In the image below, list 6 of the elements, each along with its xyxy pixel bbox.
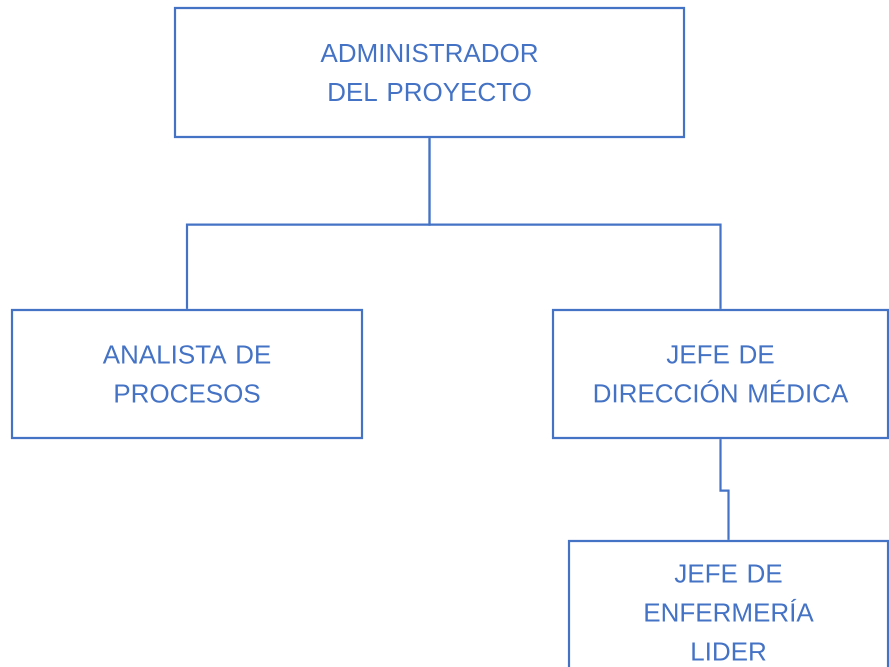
- org-box: JEFE DE DIRECCIÓN MÉDICA: [552, 308, 889, 440]
- org-box: ADMINISTRADOR DEL PROYECTO: [174, 6, 686, 138]
- org-box: ANALISTA DE PROCESOS: [10, 308, 364, 440]
- connector-line: [719, 439, 730, 540]
- org-box: JEFE DE ENFERMERÍA LIDER: [568, 540, 889, 667]
- connector-line: [428, 138, 722, 309]
